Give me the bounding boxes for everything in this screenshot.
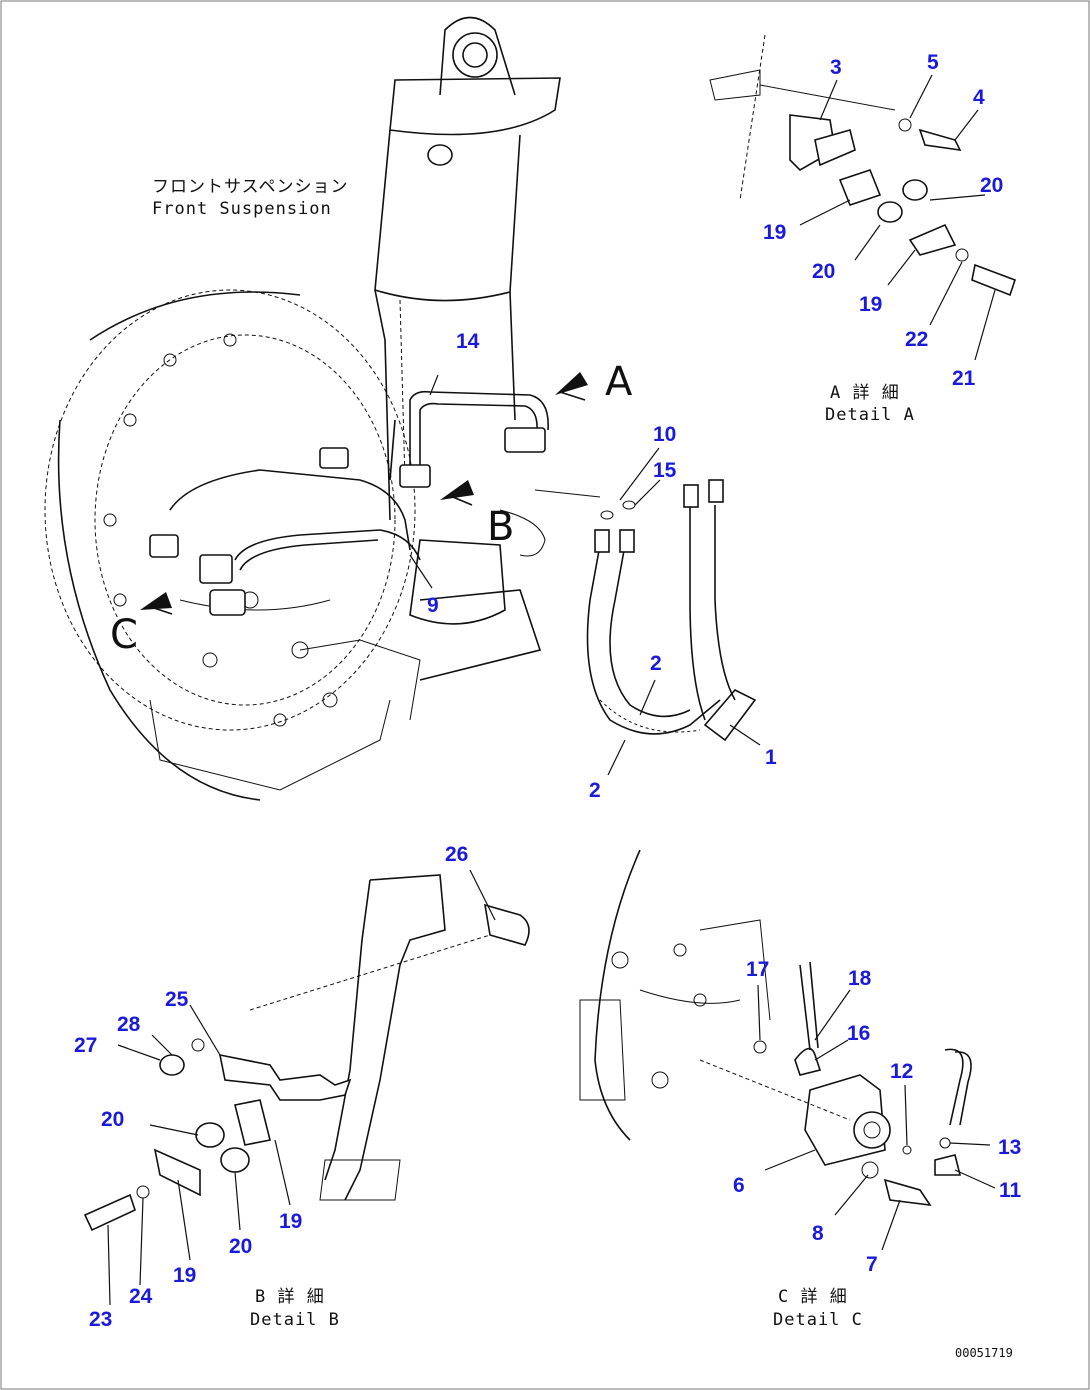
front-suspension-en-label: Front Suspension (152, 199, 332, 219)
callout-11: 11 (999, 1179, 1022, 1202)
callout-19: 19 (279, 1210, 302, 1233)
text-labels: フロントサスペンション Front Suspension A 詳 細 Detai… (110, 177, 1013, 1360)
callout-4: 4 (973, 86, 985, 109)
callout-20: 20 (229, 1235, 252, 1258)
callout-7: 7 (866, 1253, 878, 1276)
view-b-letter: B (487, 504, 514, 550)
detail-b-jp-label: B 詳 細 (255, 1287, 325, 1307)
detail-b-drawing (83, 874, 530, 1232)
fittings-main (149, 427, 546, 616)
detail-a-jp-label: A 詳 細 (830, 383, 900, 403)
callout-19: 19 (763, 221, 786, 244)
callout-25: 25 (165, 988, 189, 1011)
leader-lines (107, 74, 996, 1306)
callout-6: 6 (733, 1174, 745, 1197)
callout-12: 12 (890, 1060, 913, 1083)
callout-10: 10 (653, 423, 676, 446)
callout-22: 22 (905, 328, 928, 351)
detail-c-drawing (579, 849, 972, 1207)
hose-assembly (534, 479, 757, 742)
drawing-code: 00051719 (955, 1346, 1013, 1360)
callout-2: 2 (589, 779, 601, 802)
wheel-hub-assembly (44, 289, 421, 801)
callout-24: 24 (129, 1285, 153, 1308)
detail-a-drawing (709, 34, 1017, 297)
callout-17: 17 (746, 958, 769, 981)
callout-14: 14 (456, 330, 480, 353)
callout-3: 3 (830, 56, 842, 79)
callout-28: 28 (117, 1013, 141, 1036)
front-suspension-cylinder (374, 16, 561, 681)
callout-20: 20 (812, 260, 835, 283)
callout-5: 5 (927, 51, 939, 74)
callout-18: 18 (848, 967, 872, 990)
callout-19: 19 (859, 293, 882, 316)
detail-b-en-label: Detail B (250, 1310, 340, 1330)
view-c-letter: C (110, 612, 138, 658)
callout-13: 13 (998, 1136, 1021, 1159)
view-arrows (140, 372, 588, 615)
detail-c-jp-label: C 詳 細 (778, 1287, 848, 1307)
callout-numbers: 1 2 2 3 4 5 6 7 8 9 10 11 12 13 14 15 16… (74, 51, 1022, 1331)
callout-2: 2 (650, 652, 662, 675)
callout-16: 16 (847, 1022, 870, 1045)
callout-23: 23 (89, 1308, 112, 1331)
callout-21: 21 (952, 367, 976, 390)
front-suspension-jp-label: フロントサスペンション (152, 177, 348, 197)
pipe-9 (169, 469, 421, 571)
detail-a-en-label: Detail A (825, 405, 915, 425)
callout-20: 20 (101, 1108, 124, 1131)
callout-26: 26 (445, 843, 468, 866)
callout-8: 8 (812, 1222, 824, 1245)
callout-19: 19 (173, 1264, 196, 1287)
callout-15: 15 (653, 459, 677, 482)
callout-1: 1 (765, 746, 777, 769)
callout-20: 20 (980, 174, 1003, 197)
callout-9: 9 (427, 594, 439, 617)
detail-c-en-label: Detail C (773, 1310, 863, 1330)
callout-27: 27 (74, 1034, 97, 1057)
pipe-14 (389, 390, 549, 481)
view-a-letter: A (605, 359, 633, 405)
